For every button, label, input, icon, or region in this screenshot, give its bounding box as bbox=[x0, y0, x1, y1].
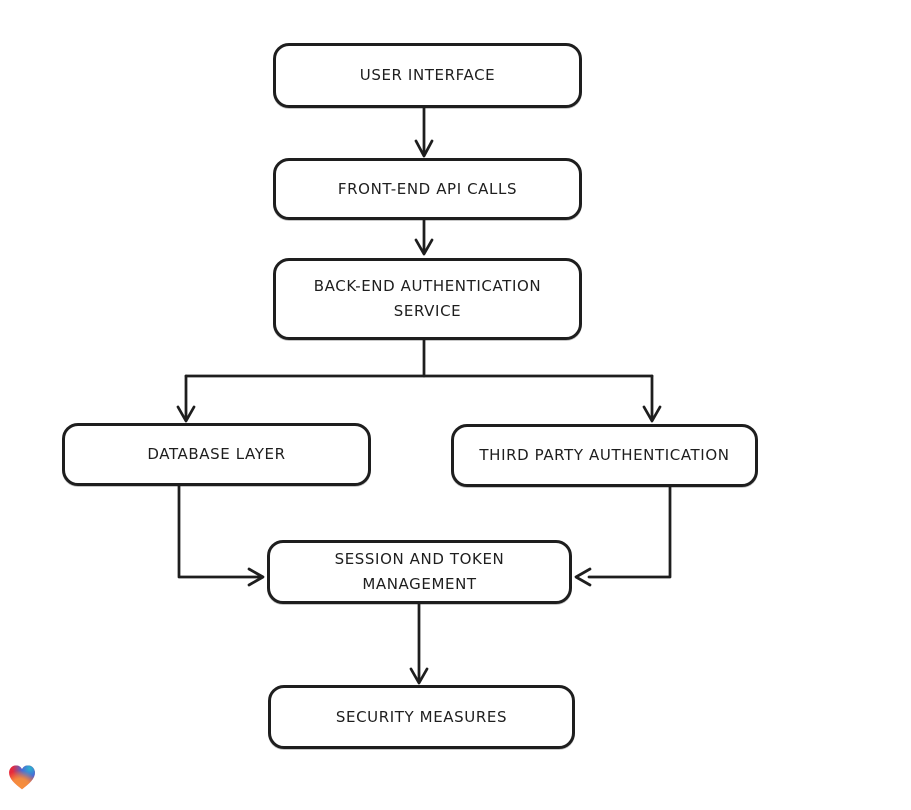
node-user-interface: USER INTERFACE bbox=[273, 43, 582, 108]
node-label: DATABASE LAYER bbox=[147, 445, 286, 464]
node-third-party-authentication: THIRD PARTY AUTHENTICATION bbox=[451, 424, 758, 487]
node-security-measures: SECURITY MEASURES bbox=[268, 685, 575, 749]
node-label: USER INTERFACE bbox=[359, 66, 496, 85]
node-label: THIRD PARTY AUTHENTICATION bbox=[479, 446, 730, 465]
edge-session-to-security bbox=[409, 602, 429, 685]
heart-logo[interactable] bbox=[7, 761, 37, 794]
edge-user-interface-to-front-end bbox=[414, 106, 434, 158]
node-label: FRONT-END API CALLS bbox=[337, 179, 518, 198]
edge-back-end-branch bbox=[176, 338, 662, 423]
node-front-end-api-calls: FRONT-END API CALLS bbox=[273, 158, 582, 220]
node-label: SESSION AND TOKEN MANAGEMENT bbox=[334, 550, 505, 593]
node-back-end-authentication-service: BACK-END AUTHENTICATION SERVICE bbox=[273, 258, 582, 340]
edge-database-to-session bbox=[177, 484, 265, 587]
node-session-and-token-management: SESSION AND TOKEN MANAGEMENT bbox=[267, 540, 572, 604]
node-label: BACK-END AUTHENTICATION SERVICE bbox=[313, 277, 542, 320]
node-label: SECURITY MEASURES bbox=[335, 707, 508, 726]
edge-front-end-to-back-end bbox=[414, 218, 434, 256]
node-database-layer: DATABASE LAYER bbox=[62, 423, 371, 486]
edge-third-party-to-session bbox=[574, 485, 672, 587]
